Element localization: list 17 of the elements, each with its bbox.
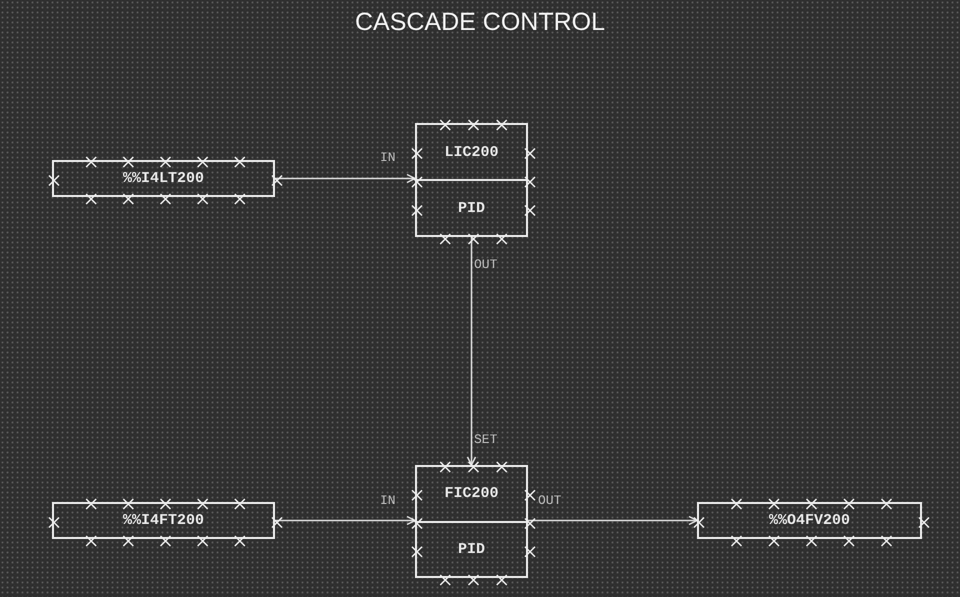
block-label: FIC200 <box>444 485 498 502</box>
pin-label: OUT <box>538 493 562 508</box>
block-label: PID <box>458 200 485 216</box>
block-label: %%O4FV200 <box>768 512 850 529</box>
block-label: %%I4LT200 <box>122 170 204 187</box>
pin-label: IN <box>380 150 396 165</box>
diagram-title: CASCADE CONTROL <box>354 8 606 37</box>
pin-label: OUT <box>474 257 498 272</box>
block-label: LIC200 <box>444 144 498 160</box>
block-label: %%I4FT200 <box>122 512 204 529</box>
pin-label: IN <box>380 493 396 508</box>
arrow <box>528 516 698 526</box>
block-label: PID <box>458 540 485 558</box>
arrow <box>275 174 416 184</box>
pin-label: SET <box>474 432 498 447</box>
arrow <box>275 516 416 526</box>
arrow <box>466 237 476 466</box>
